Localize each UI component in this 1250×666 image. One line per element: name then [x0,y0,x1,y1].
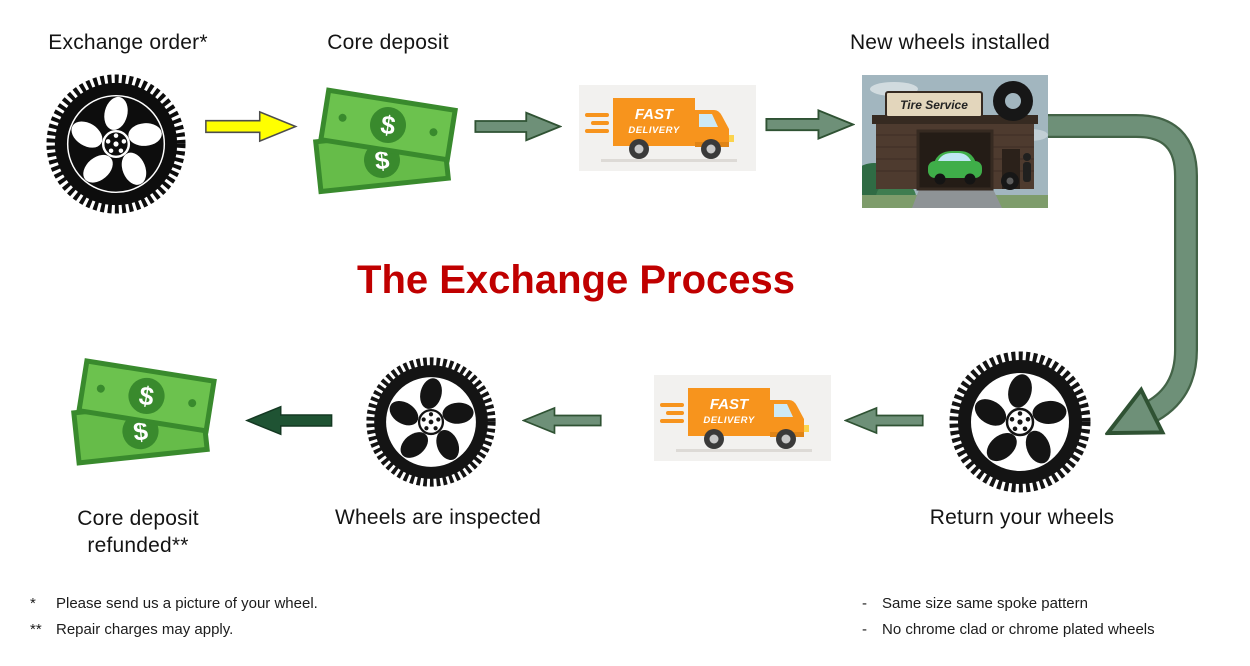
footnote-text: Same size same spoke pattern [882,595,1088,612]
dollar-sign: $ [379,109,399,141]
arrow-right-green-icon [474,110,562,143]
label-core-deposit: Core deposit [327,31,449,54]
label-return-your-wheels: Return your wheels [929,506,1115,529]
truck-text-delivery: DELIVERY [628,125,681,136]
footnote-text: Repair charges may apply. [56,620,234,638]
arrow-left-green-icon [844,404,924,437]
footnote-marker: - [862,595,867,612]
footnote-marker: ** [30,620,42,638]
white-wheel-icon [948,350,1092,494]
money-front-bill: $ [318,87,458,163]
delivery-truck-image: FAST DELIVERY [654,375,831,461]
footnote-marker: * [30,595,36,612]
footnotes-left: * Please send us a picture of your wheel… [30,595,318,647]
label-new-wheels-installed: New wheels installed [849,31,1051,54]
arrow-left-dark-green-icon [245,404,333,437]
footnote: - No chrome clad or chrome plated wheels [862,621,1155,640]
money-bills-icon: $ $ [56,350,232,470]
black-wheel-icon [45,73,187,215]
white-wheel-icon [365,356,497,488]
truck-text-fast: FAST [710,396,750,413]
footnote: ** Repair charges may apply. [30,621,318,640]
arrow-right-green-icon [765,108,855,141]
page-title: The Exchange Process [357,258,795,302]
label-wheels-are-inspected: Wheels are inspected [335,506,541,529]
footnote: - Same size same spoke pattern [862,595,1155,614]
footnote-text: Please send us a picture of your wheel. [56,595,318,612]
truck-text-delivery: DELIVERY [703,415,756,426]
tire-service-sign-text: Tire Service [900,98,968,112]
green-car [928,151,982,185]
footnote-text: No chrome clad or chrome plated wheels [882,620,1155,638]
tire-shop-image: Tire Service [862,75,1048,208]
garage-opening [916,129,994,191]
truck-text-fast: FAST [635,106,675,123]
delivery-truck-image: FAST DELIVERY [579,85,756,171]
money-bills-icon: $ $ [298,80,473,198]
footnote-marker: - [862,620,867,638]
tire-service-sign [885,91,983,118]
dollar-sign: $ [137,380,157,412]
label-exchange-order: Exchange order* [48,31,208,54]
arrow-right-yellow-icon [204,110,298,143]
footnote: * Please send us a picture of your wheel… [30,595,318,614]
speed-lines [585,113,609,133]
arrow-left-green-icon [522,404,602,437]
footnotes-right: - Same size same spoke pattern - No chro… [862,595,1155,647]
mechanic-figure [1023,153,1031,182]
label-core-deposit-refunded: Core deposit refunded** [77,507,199,558]
